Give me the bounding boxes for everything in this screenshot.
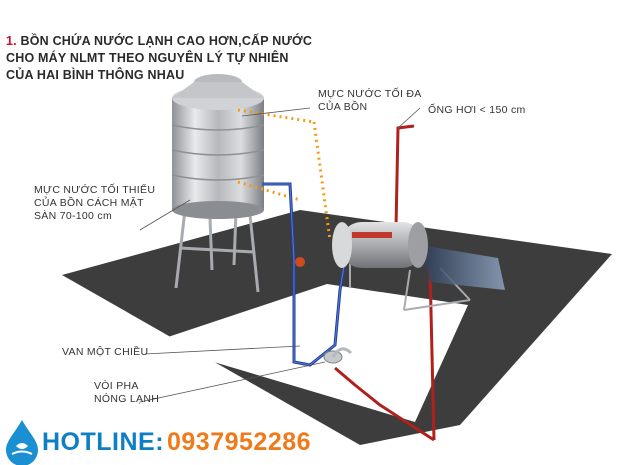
title-number: 1. [6, 34, 17, 48]
title-line-1: BỒN CHỨA NƯỚC LẠNH CAO HƠN,CẤP NƯỚC [20, 34, 313, 48]
solar-panel [420, 245, 505, 290]
water-tank [171, 74, 265, 219]
hotline-label: HOTLINE: [42, 428, 165, 456]
title-line-3: CỦA HAI BÌNH THÔNG NHAU [6, 68, 185, 82]
water-level-markers [237, 108, 332, 241]
vent-pipe [394, 124, 415, 229]
title-line-2: CHO MÁY NLMT THEO NGUYÊN LÝ TỰ NHIÊN [6, 51, 289, 65]
diagram-title: 1. BỒN CHỨA NƯỚC LẠNH CAO HƠN,CẤP NƯỚC C… [6, 33, 312, 84]
water-drop-icon [6, 420, 38, 465]
cold-water-pipe-inner [262, 183, 346, 366]
label-max-level: MỰC NƯỚC TỐI ĐA CỦA BỒN [318, 88, 422, 113]
hot-water-pipe [428, 267, 436, 441]
solar-heater-tank [332, 222, 428, 268]
floor-white-area [150, 284, 468, 422]
label-check-valve: VAN MỘT CHIỀU [62, 346, 149, 358]
label-min-level: MỰC NƯỚC TỐI THIỂU CỦA BỒN CÁCH MẶT SÀN … [34, 184, 156, 222]
tank-stand [174, 209, 260, 293]
label-vent-pipe: ỐNG HƠI < 150 cm [428, 104, 526, 116]
label-mixer-tap: VÒI PHA NÓNG LẠNH [94, 380, 160, 405]
check-valve [295, 257, 305, 267]
mixer-tap [323, 347, 353, 364]
hotline-number[interactable]: 0937952286 [167, 428, 312, 456]
hot-water-pipe-to-tap [334, 366, 435, 442]
leader-lines [139, 107, 421, 403]
